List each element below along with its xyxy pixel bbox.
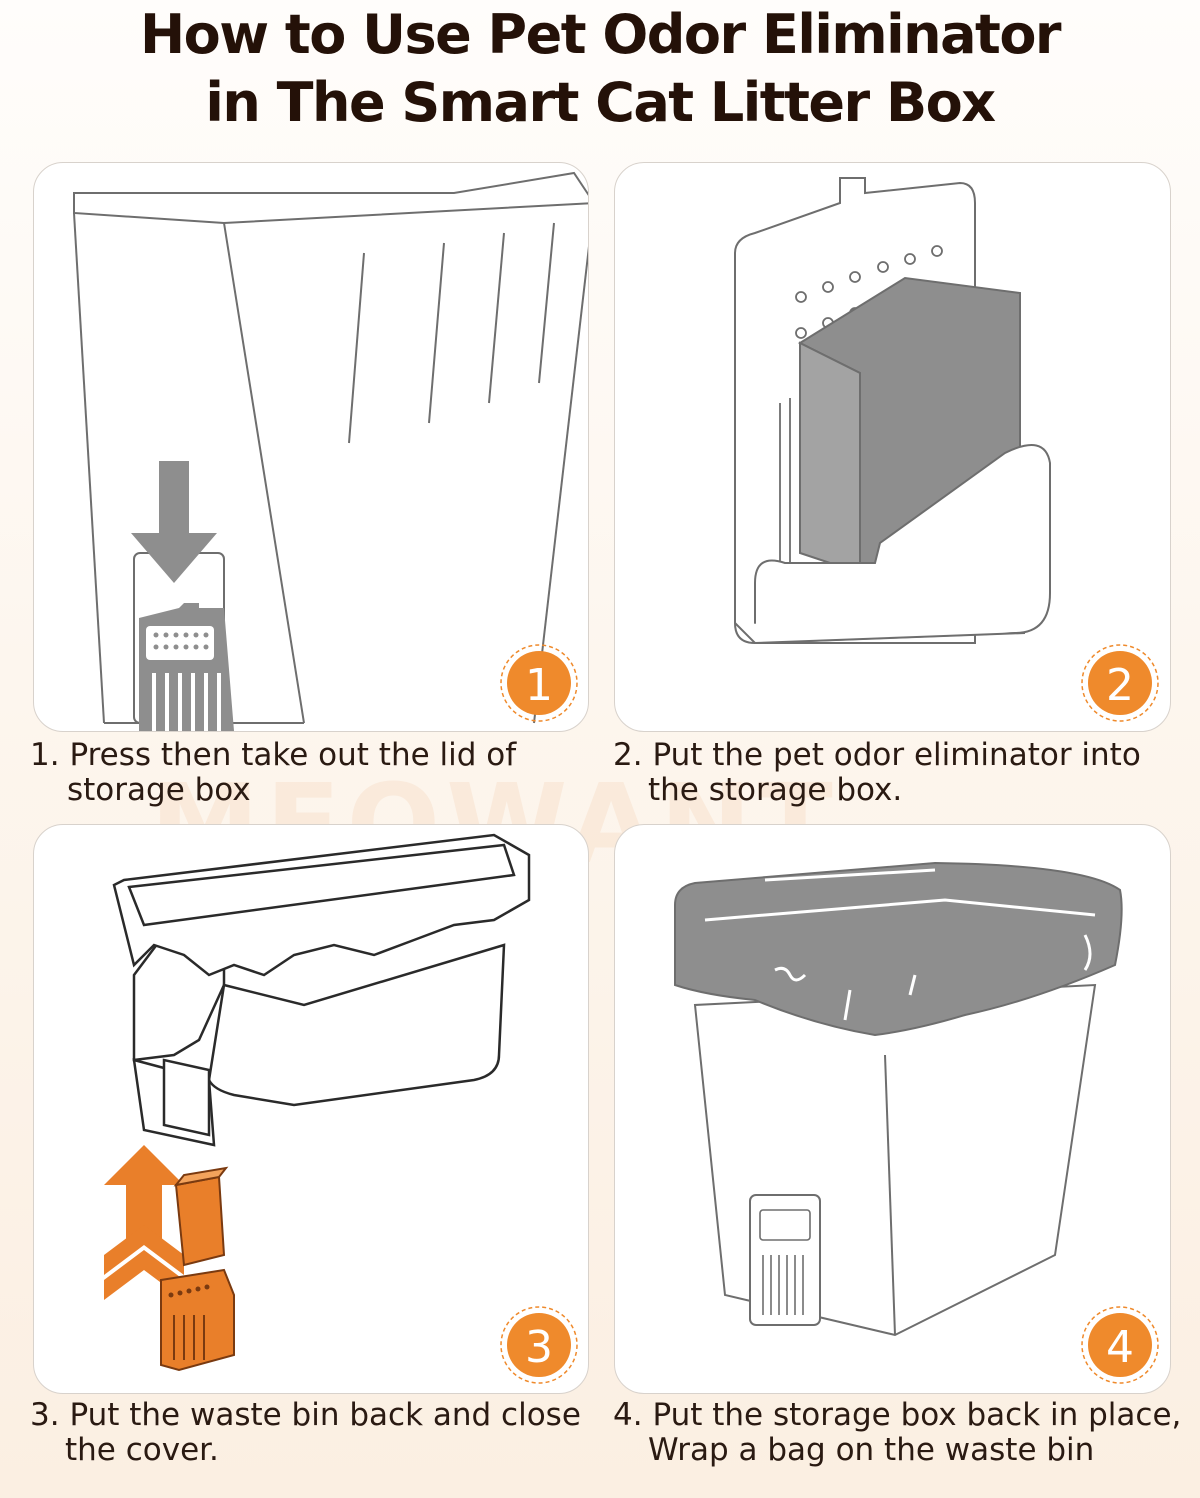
- step-4-illustration: 4: [674, 861, 1159, 1384]
- svg-text:1: 1: [525, 660, 553, 711]
- step-3-badge: 3: [500, 1306, 578, 1384]
- step-2-illustration: 2: [734, 177, 1159, 722]
- step-2-number: 2.: [613, 737, 643, 773]
- storage-lid-icon: [139, 603, 234, 731]
- step-4-caption: 4. Put the storage box back in place, Wr…: [613, 1398, 1181, 1468]
- step-3-text-line-1: Put the waste bin back and close: [69, 1397, 581, 1433]
- step-1-panel: 1: [33, 162, 589, 732]
- down-arrow-icon: [131, 461, 217, 583]
- up-arrow-icon: [104, 1145, 184, 1300]
- waste-bag-icon: [674, 861, 1123, 1037]
- step-4-text-line-2: Wrap a bag on the waste bin: [648, 1432, 1095, 1468]
- step-2-text-line-1: Put the pet odor eliminator into: [652, 737, 1141, 773]
- step-3-number: 3.: [30, 1397, 60, 1433]
- step-4-text-line-1: Put the storage box back in place,: [652, 1397, 1182, 1433]
- storage-lid-orange-icon: [160, 1268, 235, 1372]
- step-2-caption: 2. Put the pet odor eliminator into the …: [613, 738, 1141, 808]
- step-1-text-line-2: storage box: [67, 772, 251, 808]
- odor-eliminator-icon: [173, 1166, 229, 1267]
- page-title-line-1: How to Use Pet Odor Eliminator: [139, 3, 1062, 66]
- step-1-illustration: 1: [73, 171, 588, 731]
- step-1-badge: 1: [500, 644, 578, 722]
- step-3-text-line-2: the cover.: [65, 1432, 219, 1468]
- svg-text:3: 3: [525, 1322, 553, 1373]
- step-3-illustration: 3: [104, 833, 578, 1384]
- step-4-panel: 4: [614, 824, 1171, 1394]
- step-1-text-line-1: Press then take out the lid of: [69, 737, 517, 773]
- step-2-badge: 2: [1081, 644, 1159, 722]
- step-3-panel: 3: [33, 824, 589, 1394]
- step-1-number: 1.: [30, 737, 60, 773]
- step-3-caption: 3. Put the waste bin back and close the …: [30, 1398, 581, 1468]
- svg-text:2: 2: [1106, 660, 1134, 711]
- svg-text:4: 4: [1106, 1322, 1134, 1373]
- step-4-number: 4.: [613, 1397, 643, 1433]
- page-title-line-2: in The Smart Cat Litter Box: [205, 71, 996, 134]
- step-2-panel: 2: [614, 162, 1171, 732]
- step-4-badge: 4: [1081, 1306, 1159, 1384]
- step-2-text-line-2: the storage box.: [648, 772, 903, 808]
- step-1-caption: 1. Press then take out the lid of storag…: [30, 738, 516, 808]
